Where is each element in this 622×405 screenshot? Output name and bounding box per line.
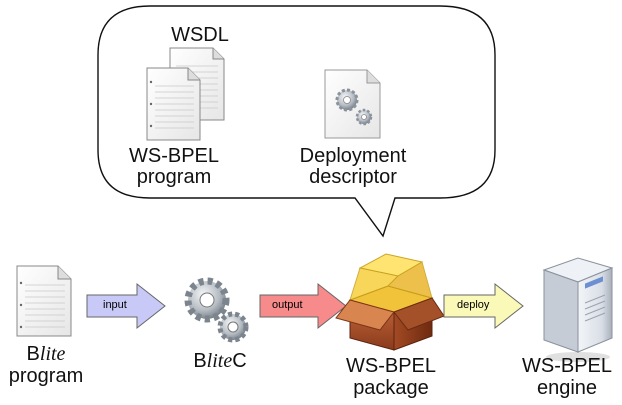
blitec-suffix: C <box>232 350 247 372</box>
output-arrow-label: output <box>272 299 303 311</box>
deploy-arrow <box>443 282 524 330</box>
blite-italic: lite <box>39 343 66 365</box>
wsdl-label: WSDL <box>171 24 229 46</box>
ws-bpel-program-document-icon <box>146 67 201 141</box>
blite-program-label: Blite <box>0 343 92 366</box>
ws-bpel-engine-label-line1: WS-BPEL <box>521 355 613 377</box>
deployment-descriptor-label-line1: Deployment <box>299 145 407 167</box>
ws-bpel-program-label-line2: program <box>136 166 212 188</box>
ws-bpel-engine-label-line2: engine <box>536 377 598 399</box>
blitec-gear-icon <box>184 277 249 343</box>
blitec-prefix: B <box>193 350 207 372</box>
ws-bpel-package-label-line1: WS-BPEL <box>345 355 437 377</box>
ws-bpel-package-label-line2: package <box>353 377 429 399</box>
blitec-italic: lite <box>206 350 233 372</box>
input-arrow <box>86 282 166 330</box>
input-arrow-label: input <box>103 299 127 311</box>
deployment-descriptor-icon <box>324 69 381 139</box>
blite-program-label-line2: program <box>8 365 84 387</box>
blite-program-document-icon <box>16 265 72 337</box>
server-icon <box>542 257 614 362</box>
deployment-descriptor-label-line2: descriptor <box>309 166 397 188</box>
blitec-label: BliteC <box>172 350 268 373</box>
blite-prefix: B <box>26 343 40 365</box>
output-arrow <box>259 282 347 330</box>
deploy-arrow-label: deploy <box>457 299 490 311</box>
package-box-icon <box>335 253 445 351</box>
ws-bpel-program-label-line1: WS-BPEL <box>128 145 220 167</box>
